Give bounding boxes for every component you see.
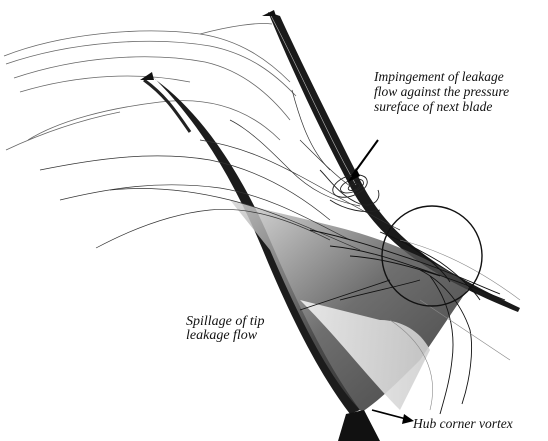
impingement-line-2: flow against the pressure (374, 84, 509, 99)
impingement-line-3: sureface of next blade (374, 99, 509, 114)
blade-outline-upper (4, 23, 296, 150)
impingement-line-1: Impingement of leakage (374, 69, 509, 84)
spillage-line-1: Spillage of tip (186, 315, 265, 329)
blade-tip-marker (262, 10, 276, 16)
spillage-line-2: leakage flow (186, 329, 265, 343)
hub-root (338, 410, 380, 441)
hub-vortex-annotation: Hub corner vortex (413, 416, 513, 431)
impingement-annotation: Impingement of leakage flow against the … (374, 69, 509, 114)
spillage-annotation: Spillage of tip leakage flow (186, 315, 265, 343)
